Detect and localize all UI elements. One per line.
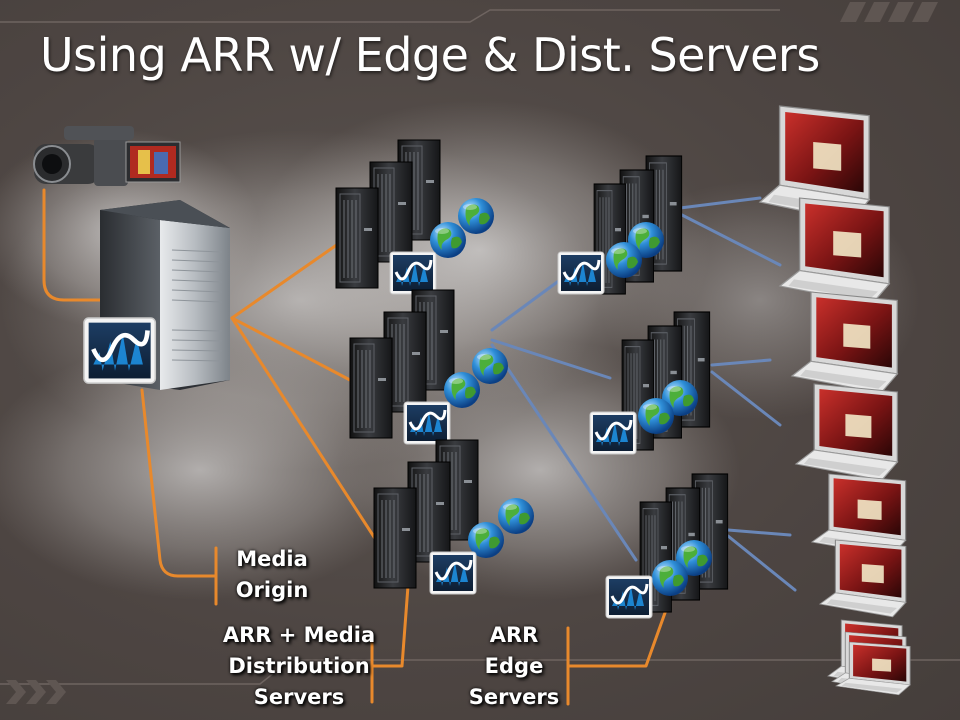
decorative-stripes-top (840, 2, 938, 22)
media-services-logo-icon (588, 410, 638, 456)
edge-label-line-1: ARR (489, 623, 539, 647)
laptop-icon (819, 539, 907, 618)
globe-icon (472, 348, 508, 384)
decorative-lines (0, 9, 960, 685)
edge-servers-label: ARR Edge Servers (462, 620, 566, 713)
media-services-logo-icon (388, 250, 438, 296)
globe-icon (638, 398, 674, 434)
media-services-logo-icon (556, 250, 606, 296)
media-origin-label: Media Origin (222, 544, 322, 606)
edge-links (490, 196, 797, 592)
media-services-logo-icon (402, 400, 452, 446)
media-origin-label-line-2: Origin (235, 578, 309, 602)
globe-icon (606, 242, 642, 278)
distribution-label-line-3: Servers (253, 685, 345, 709)
media-services-logo-icon (428, 550, 478, 596)
decorative-chevrons-bottom (6, 680, 66, 704)
edge-label-line-2: Edge (484, 654, 544, 678)
globe-icon (652, 560, 688, 596)
laptop-stack-icon (827, 619, 911, 696)
globe-icon (498, 498, 534, 534)
distribution-label-line-2: Distribution (228, 654, 370, 678)
edge-label-line-3: Servers (468, 685, 560, 709)
origin-links (42, 188, 668, 706)
media-services-logo-icon (84, 318, 155, 383)
distribution-label-line-1: ARR + Media (222, 623, 376, 647)
media-services-logo-icon (604, 574, 654, 620)
video-camera-icon (33, 126, 181, 186)
slide-title: Using ARR w/ Edge & Dist. Servers (40, 28, 820, 82)
media-origin-label-line-1: Media (236, 547, 308, 571)
distribution-servers-label: ARR + Media Distribution Servers (214, 620, 384, 713)
globe-icon (458, 198, 494, 234)
